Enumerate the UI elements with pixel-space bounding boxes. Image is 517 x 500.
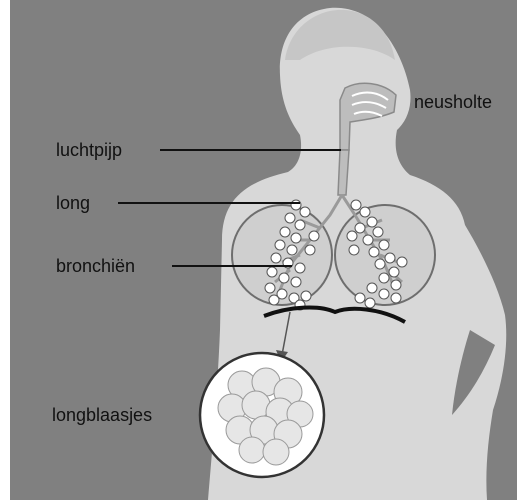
label-bronchien: bronchiën — [56, 256, 135, 276]
label-long: long — [56, 193, 90, 213]
label-longblaasjes: longblaasjes — [52, 405, 152, 425]
label-luchtpijp: luchtpijp — [56, 140, 122, 160]
diagram-background: neusholte — [10, 0, 517, 500]
respiratory-system-illustration — [10, 0, 517, 500]
label-neusholte: neusholte — [414, 92, 492, 112]
